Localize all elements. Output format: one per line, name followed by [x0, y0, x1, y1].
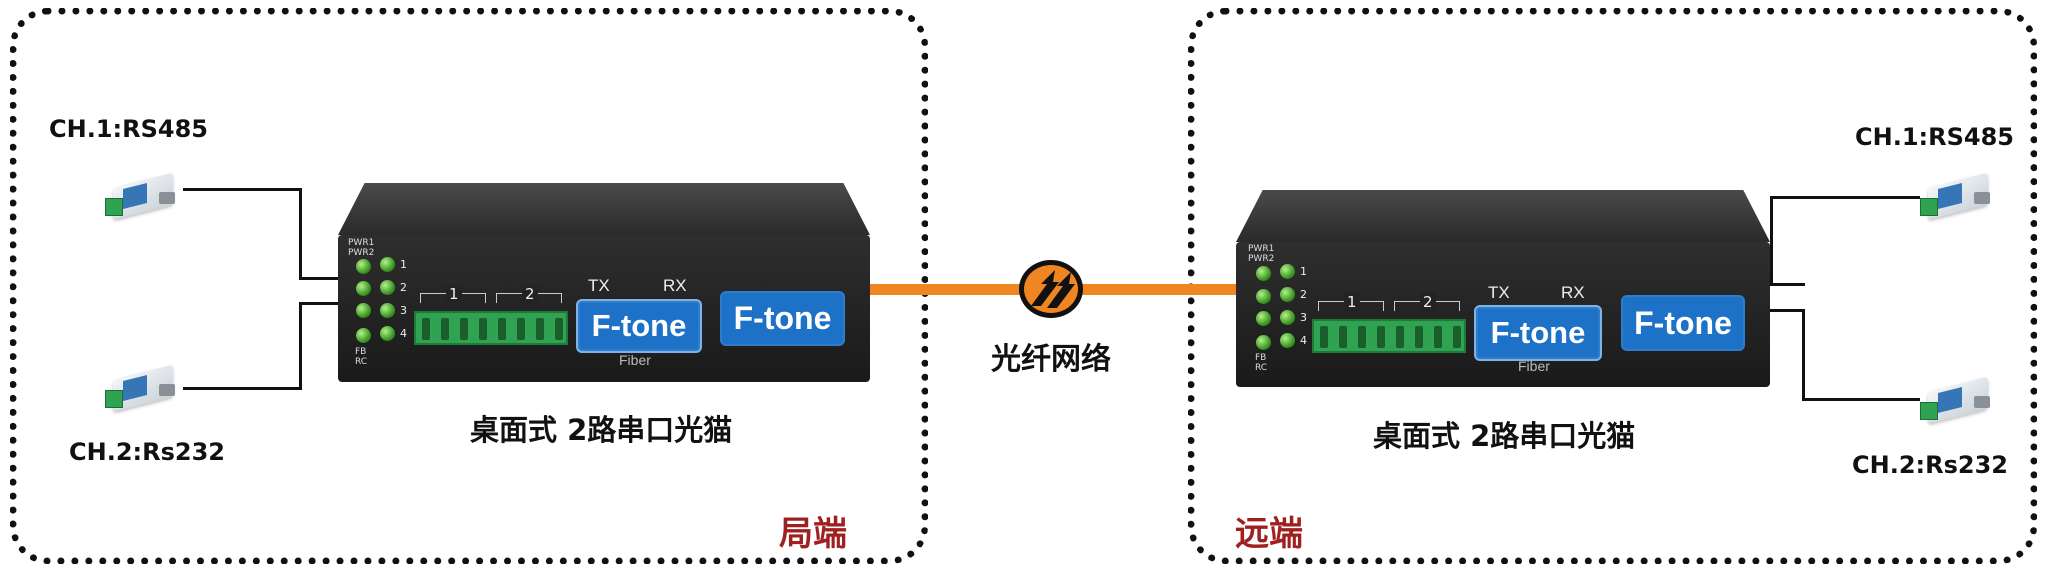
right-ch2-cable-end [1770, 309, 1805, 312]
remote-serial-fiber-modem: PWR1 PWR2 FB RC 1 2 3 4 1 2 TX RX F-tone… [1236, 190, 1770, 387]
left-ch1-cable-end [299, 277, 339, 280]
left-ch2-cable [183, 302, 302, 390]
channel-led [380, 303, 395, 318]
channel-led [380, 280, 395, 295]
right-device-title: 桌面式 2路串口光猫 [1373, 419, 1636, 453]
pwr1-label: PWR1 [348, 238, 375, 248]
left-device-title: 桌面式 2路串口光猫 [470, 413, 733, 447]
status-led [356, 259, 371, 274]
led-label-4: 4 [400, 327, 407, 340]
local-site-label: 局端 [779, 514, 847, 554]
left-ch1-cable [183, 188, 302, 279]
pwr2-label: PWR2 [348, 248, 375, 258]
port-group-1-label: 1 [446, 285, 462, 303]
fiber-network-icon [1017, 258, 1085, 320]
tx-label: TX [588, 276, 610, 295]
channel-led [1280, 287, 1295, 302]
status-led [1256, 289, 1271, 304]
left-channel-2-label: CH.2:Rs232 [69, 438, 225, 466]
left-ch2-cable-end [299, 302, 339, 305]
pwr2-label: PWR2 [1248, 254, 1275, 264]
ftone-brand-logo: F-tone [1621, 295, 1745, 351]
fb-label: FB [1255, 353, 1267, 363]
status-led [1256, 335, 1271, 350]
fiber-network-label: 光纤网络 [991, 342, 1111, 377]
right-ch2-cable [1802, 309, 1920, 401]
status-led [1256, 266, 1271, 281]
rc-label: RC [355, 357, 368, 367]
led-label-2: 2 [400, 281, 407, 294]
ftone-fiber-port-logo: F-tone [1474, 305, 1602, 361]
right-ch1-cable [1770, 196, 1805, 285]
local-serial-fiber-modem: PWR1 PWR2 FB RC 1 2 3 4 1 2 TX RX F-tone… [338, 183, 870, 382]
channel-led [1280, 310, 1295, 325]
right-channel-1-label: CH.1:RS485 [1855, 123, 2014, 151]
rs-terminal-block[interactable] [1312, 319, 1466, 353]
right-channel-2-label: CH.2:Rs232 [1852, 451, 2008, 479]
led-label-1: 1 [1300, 265, 1307, 278]
fb-label: FB [355, 347, 367, 357]
status-led [1256, 311, 1271, 326]
tx-label: TX [1488, 283, 1510, 302]
fiber-label: Fiber [1518, 358, 1550, 374]
channel-led [380, 257, 395, 272]
port-group-1-label: 1 [1344, 293, 1360, 311]
remote-site-label: 远端 [1235, 514, 1303, 554]
right-ch1-cable-end [1770, 283, 1805, 286]
led-label-2: 2 [1300, 288, 1307, 301]
ftone-brand-logo: F-tone [720, 291, 845, 346]
right-ch1-cable-top [1802, 196, 1920, 199]
port-group-2-label: 2 [1420, 293, 1436, 311]
rx-label: RX [1561, 283, 1585, 302]
fiber-label: Fiber [619, 352, 651, 368]
status-led [356, 303, 371, 318]
rc-label: RC [1255, 363, 1268, 373]
port-group-2-label: 2 [522, 285, 538, 303]
channel-led [1280, 333, 1295, 348]
status-led [356, 328, 371, 343]
rx-label: RX [663, 276, 687, 295]
led-label-3: 3 [1300, 311, 1307, 324]
channel-led [1280, 264, 1295, 279]
rs-terminal-block[interactable] [414, 311, 568, 345]
pwr1-label: PWR1 [1248, 244, 1275, 254]
ftone-fiber-port-logo: F-tone [576, 299, 702, 353]
status-led [356, 281, 371, 296]
led-label-3: 3 [400, 304, 407, 317]
channel-led [380, 326, 395, 341]
led-label-1: 1 [400, 258, 407, 271]
led-label-4: 4 [1300, 334, 1307, 347]
left-channel-1-label: CH.1:RS485 [49, 115, 208, 143]
